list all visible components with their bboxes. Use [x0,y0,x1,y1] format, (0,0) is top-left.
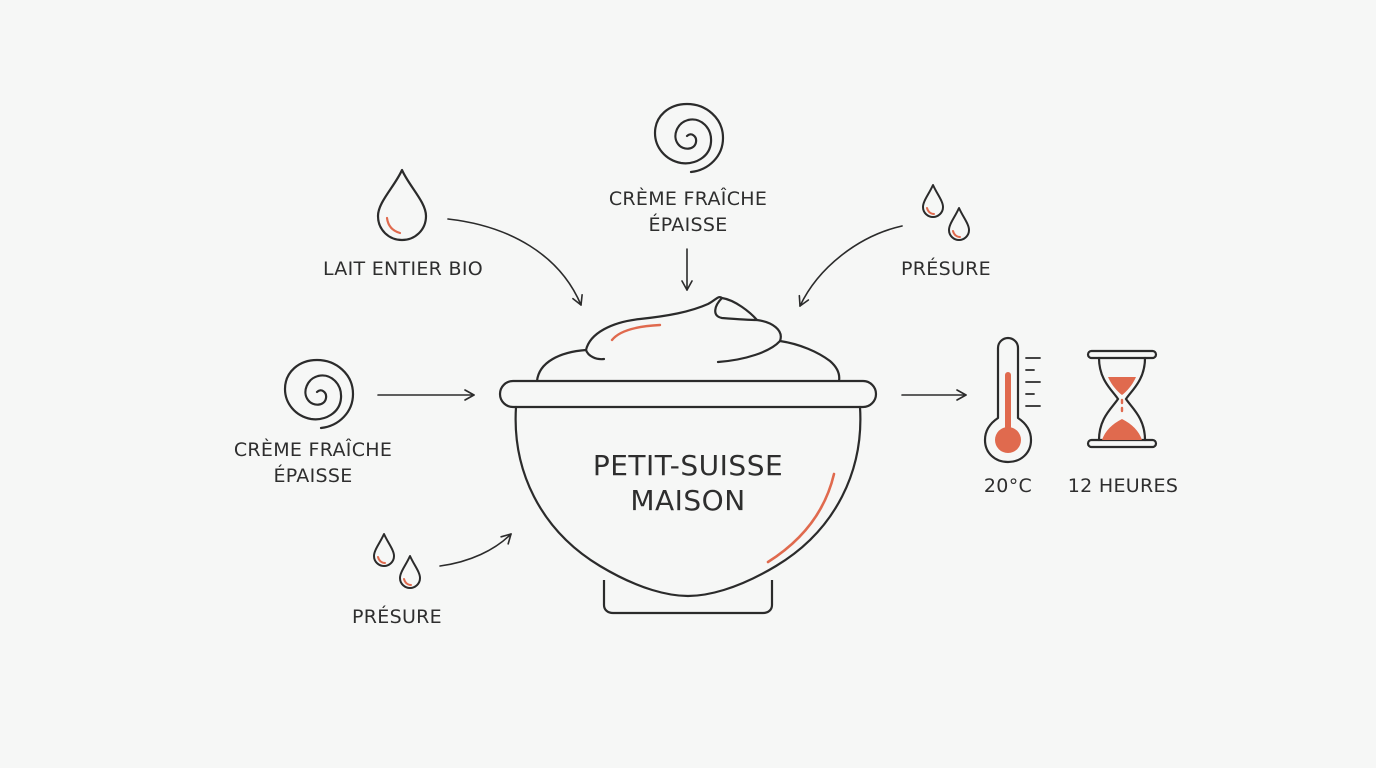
label-presure-top: PRÉSURE [876,256,1016,282]
presure-bottom-text: PRÉSURE [352,606,442,628]
bowl-icon [498,296,878,615]
creme-left-line2: ÉPAISSE [273,465,353,487]
hourglass-icon [1086,349,1158,449]
lait-label-text: LAIT ENTIER BIO [322,258,484,280]
arrow-presure-to-bowl [798,225,903,307]
cream-swirl-icon [653,102,725,174]
cream-swirl-icon [283,358,355,430]
presure-top-text: PRÉSURE [901,258,991,280]
product-title-line2: MAISON [630,484,746,517]
product-title: PETIT-SUISSE MAISON [538,448,838,518]
milk-drop-icon [376,168,428,242]
label-duration: 12 HEURES [1052,473,1194,499]
rennet-drops-icon [373,533,421,589]
label-temperature: 20°C [968,473,1048,499]
creme-top-line1: CRÈME FRAÎCHE [608,188,768,210]
arrow-lait-to-bowl [447,218,583,306]
rennet-drops-icon [922,184,970,241]
creme-left-line1: CRÈME FRAÎCHE [233,439,393,461]
label-creme-fraiche-top: CRÈME FRAÎCHE ÉPAISSE [578,186,798,238]
creme-top-line2: ÉPAISSE [648,214,728,236]
product-title-line1: PETIT-SUISSE [592,449,784,482]
temperature-text: 20°C [983,475,1033,497]
arrow-presure-bottom-to-bowl [439,533,512,567]
thermometer-icon [983,336,1041,464]
label-lait-entier-bio: LAIT ENTIER BIO [303,256,503,282]
label-presure-bottom: PRÉSURE [327,604,467,630]
duration-text: 12 HEURES [1067,475,1179,497]
label-creme-fraiche-left: CRÈME FRAÎCHE ÉPAISSE [203,437,423,489]
